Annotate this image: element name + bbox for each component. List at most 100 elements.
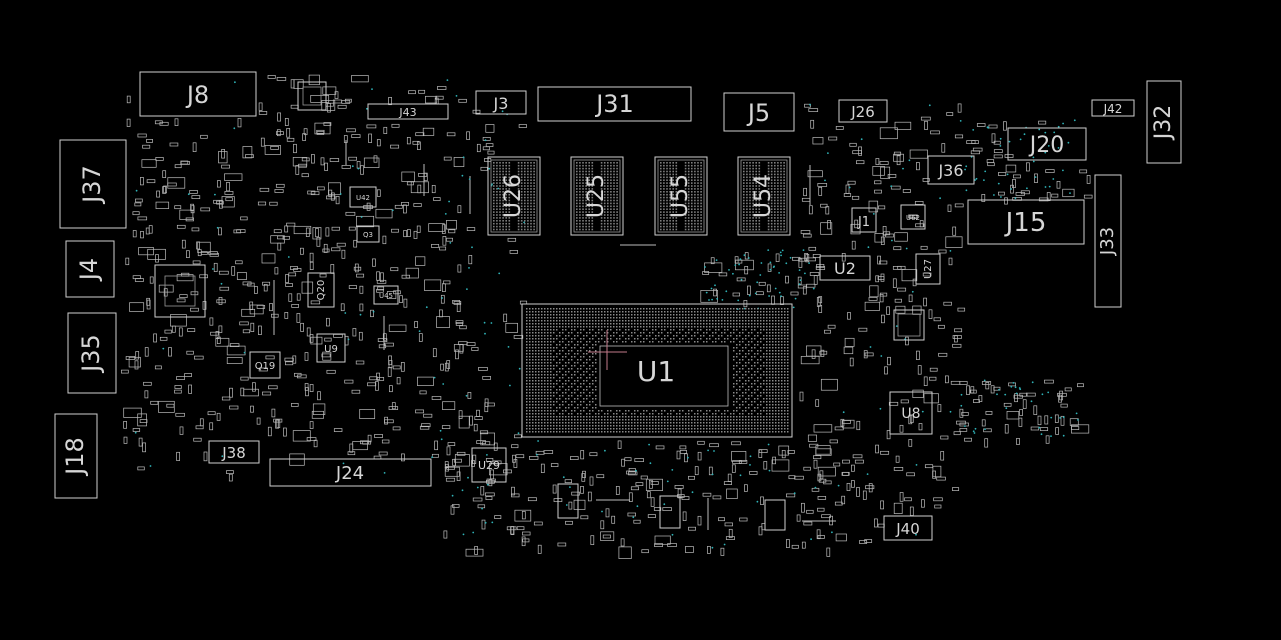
cpu-ball: [748, 419, 750, 421]
memory-u54[interactable]: U54: [737, 156, 791, 236]
chip-u9[interactable]: U9: [316, 333, 346, 363]
smd-part: [875, 275, 880, 283]
memory-u55[interactable]: U55: [654, 156, 708, 236]
bga-ball: [591, 228, 594, 231]
chip-u62[interactable]: U62: [900, 204, 926, 230]
connector-j26[interactable]: J26: [838, 99, 888, 123]
cpu-ball: [640, 413, 642, 415]
bga-ball: [691, 188, 693, 190]
cpu-ball: [754, 374, 756, 376]
bga-ball: [585, 202, 587, 205]
smd-part: [959, 381, 968, 385]
chip-u42[interactable]: U42: [349, 186, 377, 208]
bga-ball: [780, 220, 782, 222]
bga-ball: [749, 179, 751, 181]
bga-ball: [774, 220, 776, 222]
smd-part: [293, 268, 302, 272]
smd-part: [366, 124, 377, 129]
bga-ball: [755, 191, 757, 193]
connector-j36[interactable]: J36: [927, 155, 975, 185]
connector-j18[interactable]: J18: [54, 413, 98, 499]
connector-j40[interactable]: J40: [883, 515, 933, 541]
smd-part: [482, 441, 491, 446]
smd-part: [306, 437, 317, 441]
connector-j15[interactable]: J15: [967, 199, 1085, 245]
bga-ball: [755, 167, 757, 170]
cpu-ball: [586, 332, 588, 334]
cpu-ball: [562, 383, 564, 385]
cpu-ball: [580, 320, 582, 322]
via: [739, 258, 742, 261]
connector-j5[interactable]: J5: [723, 92, 795, 132]
cpu-ball: [688, 311, 690, 313]
connector-j33[interactable]: J33: [1094, 174, 1122, 308]
smd-part: [858, 327, 868, 332]
cpu-ball: [619, 425, 621, 427]
cpu-ball: [727, 323, 729, 325]
cpu-ball: [658, 332, 660, 334]
cpu-ball: [568, 326, 570, 328]
cpu-ball: [769, 407, 771, 409]
smd-part: [798, 258, 803, 268]
cpu-ball: [529, 344, 531, 346]
bga-ball: [517, 170, 520, 173]
chip-u29[interactable]: U29: [471, 447, 507, 483]
cpu-ball: [769, 320, 771, 322]
cpu-ball: [706, 332, 708, 334]
connector-j35[interactable]: J35: [67, 312, 117, 394]
cpu-ball: [739, 404, 741, 406]
connector-j3[interactable]: J3: [475, 90, 527, 115]
cpu-ball: [733, 338, 735, 340]
bga-ball: [524, 225, 526, 228]
connector-j4[interactable]: J4: [65, 240, 115, 298]
cpu-ball: [532, 308, 534, 310]
cpu-ball: [736, 344, 738, 346]
bga-ball: [755, 162, 757, 164]
cpu-ball: [595, 359, 597, 361]
cpu-ball: [640, 323, 642, 325]
cpu-u1[interactable]: U1: [521, 303, 793, 438]
bga-ball: [669, 199, 671, 202]
part-j1[interactable]: J1: [851, 207, 877, 233]
smd-part: [178, 327, 183, 337]
connector-j31[interactable]: J31: [537, 86, 692, 122]
memory-u25[interactable]: U25: [570, 156, 624, 236]
transistor-q3[interactable]: Q3: [356, 225, 380, 243]
via: [732, 272, 734, 275]
smd-part: [829, 439, 838, 444]
transistor-q20[interactable]: Q20: [307, 272, 335, 308]
chip-u45[interactable]: U45: [373, 285, 399, 305]
smd-part: [356, 161, 361, 169]
connector-j32[interactable]: J32: [1146, 80, 1182, 164]
connector-j20[interactable]: J20: [1007, 127, 1087, 161]
chip-u2[interactable]: U2: [819, 255, 871, 281]
chip-u8[interactable]: U8: [889, 391, 933, 435]
connector-j24[interactable]: J24: [269, 458, 432, 487]
cpu-ball: [736, 419, 738, 421]
bga-ball: [582, 185, 584, 187]
chip-u27[interactable]: U27: [915, 253, 941, 285]
bga-ball: [780, 202, 782, 205]
cpu-ball: [757, 371, 759, 373]
cpu-ball: [787, 350, 789, 352]
transistor-q19[interactable]: Q19: [249, 351, 281, 379]
bga-ball: [694, 179, 696, 181]
smd-part: [487, 402, 495, 407]
smd-part: [176, 274, 194, 282]
cpu-ball: [562, 410, 564, 412]
bga-ball: [672, 162, 674, 164]
bga-ball: [502, 228, 504, 231]
bga-ball: [669, 191, 671, 193]
cpu-ball: [700, 422, 702, 424]
bga-ball: [616, 202, 618, 205]
connector-j38[interactable]: J38: [208, 440, 260, 464]
connector-j8[interactable]: J8: [139, 71, 257, 117]
connector-j37[interactable]: J37: [59, 139, 127, 229]
cpu-ball: [736, 425, 738, 427]
connector-j42[interactable]: J42: [1091, 99, 1135, 117]
smd-part: [886, 430, 891, 440]
cpu-ball: [688, 431, 690, 433]
bga-ball: [675, 188, 678, 190]
memory-u26[interactable]: U26: [487, 156, 541, 236]
connector-j43[interactable]: J43: [367, 103, 449, 120]
